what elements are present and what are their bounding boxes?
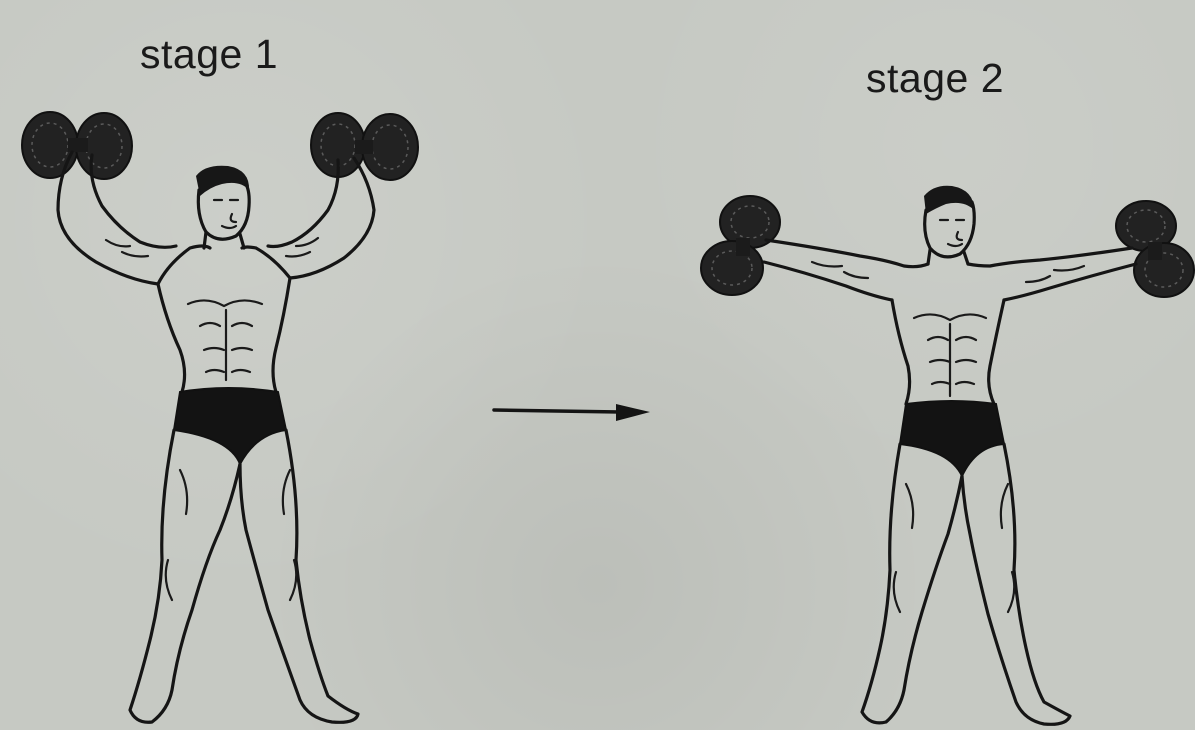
stage-2-torso: [892, 300, 1004, 404]
stage-2-left-arm-inner: [764, 262, 892, 300]
stage-2-figure: [701, 186, 1194, 725]
stage-2-right-arm: [968, 248, 1132, 266]
stage-1-right-dumbbell: [311, 113, 418, 180]
stage-1-head: [196, 166, 249, 248]
stage-2-left-arm: [766, 240, 928, 267]
stage-1-left-dumbbell: [22, 112, 132, 179]
right-arrow-icon: [494, 404, 650, 421]
stage-1-right-arm: [242, 158, 374, 278]
stage-2-trunks: [900, 401, 1004, 476]
stage-1-figure: [22, 112, 418, 722]
stage-2-head: [924, 186, 974, 264]
stage-2-legs: [862, 444, 1070, 724]
stage-1-left-arm: [58, 152, 210, 284]
stage-1-trunks: [174, 388, 286, 464]
stage-1-torso: [158, 278, 290, 392]
stage-1-legs: [130, 430, 358, 722]
stage-2-left-dumbbell: [701, 196, 780, 295]
